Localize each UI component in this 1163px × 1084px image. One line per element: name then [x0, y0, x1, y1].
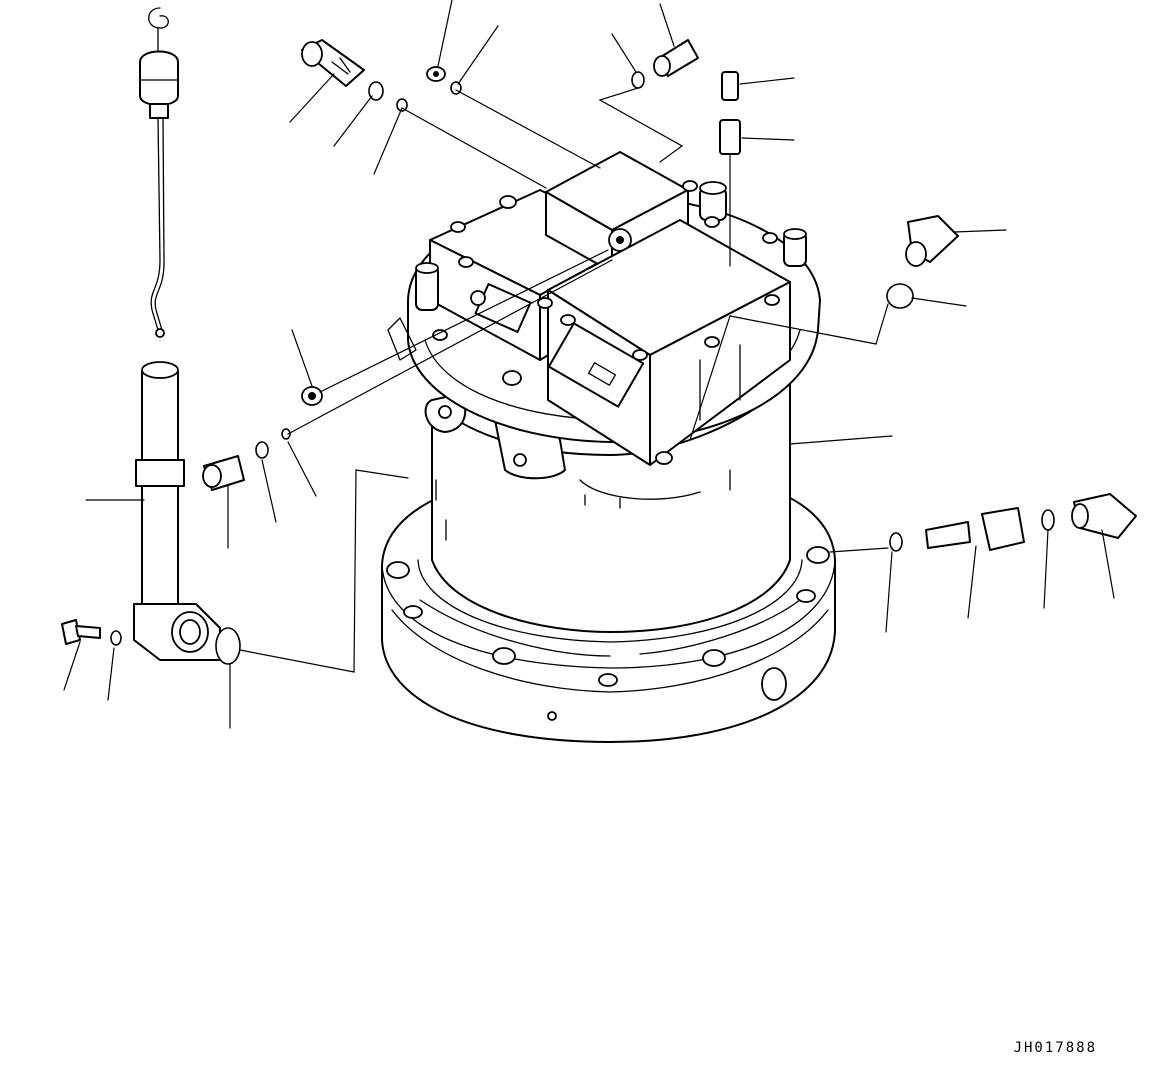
- elbow-far-right: [1072, 494, 1136, 538]
- flange-bolts: [387, 547, 829, 720]
- fitting-top-center: [427, 67, 445, 81]
- plug-top-right: [720, 72, 740, 154]
- block-bolts: [433, 181, 779, 464]
- swing-motor-assembly: [382, 152, 835, 742]
- elbow-right: [906, 216, 958, 266]
- o-rings: [256, 72, 1054, 551]
- level-gauge-pipe: [134, 362, 220, 660]
- gauge-mount-bolt: [62, 620, 240, 664]
- fitting-top-left: [302, 40, 364, 86]
- leader-lines: [64, 0, 1114, 728]
- plug-mid-left: [302, 387, 322, 405]
- dipstick: [140, 8, 178, 337]
- drawing-code-label: JH017888: [1013, 1040, 1097, 1056]
- connector-left: [203, 456, 244, 490]
- adapter-right-lower: [926, 508, 1024, 550]
- elbow-top-right: [654, 40, 698, 76]
